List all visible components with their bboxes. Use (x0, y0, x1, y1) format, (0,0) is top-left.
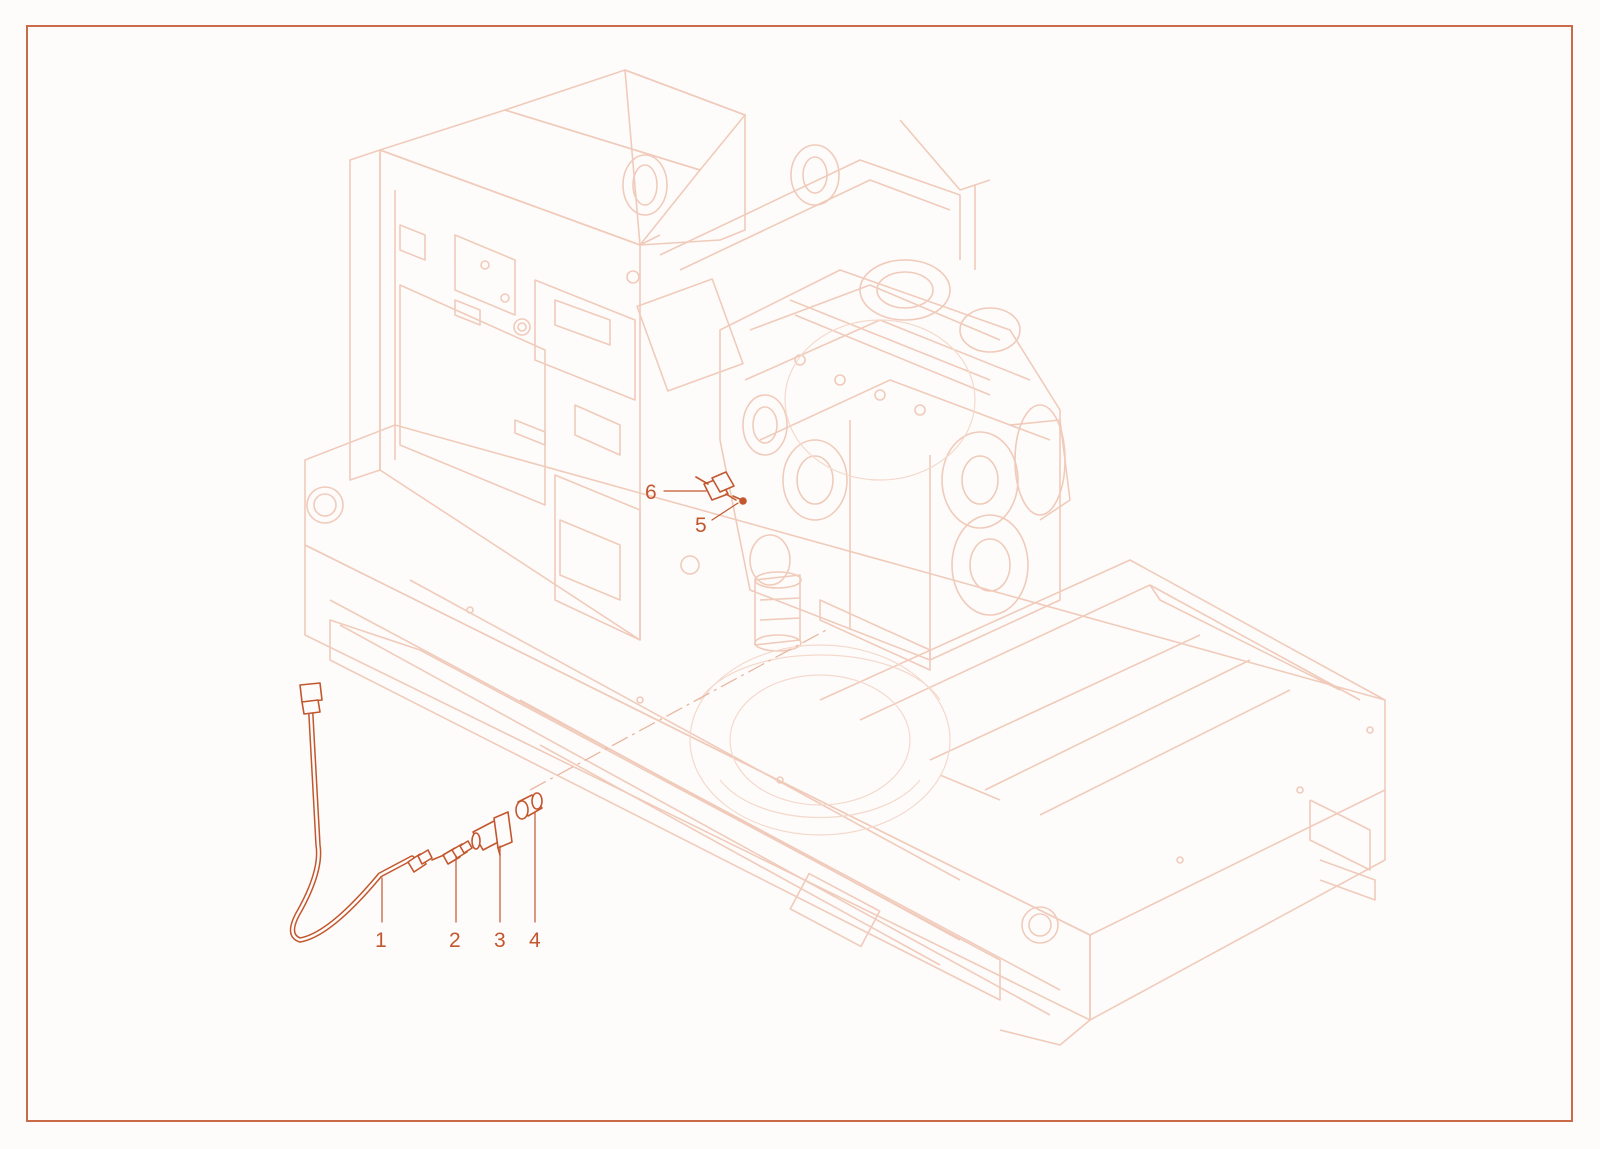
clamp-bracket-icon (695, 471, 737, 501)
base-frame-ghost (304, 424, 1386, 1046)
highlighted-parts (289, 471, 747, 943)
callout-5: 5 (695, 514, 707, 537)
assembly-centerline (529, 627, 831, 791)
screw-icon (732, 495, 747, 505)
adapter-fitting-icon (431, 840, 473, 865)
generator-assembly-ghost (304, 69, 1386, 1046)
callout-3: 3 (494, 929, 506, 952)
leader-line-5 (711, 502, 739, 521)
sheet-border (26, 25, 1573, 1122)
control-enclosure-ghost (349, 69, 991, 641)
watermark-ornament-ghost (689, 319, 976, 836)
nut-fitting-icon (515, 792, 543, 820)
leader-lines (381, 490, 739, 923)
hose-icon (289, 682, 433, 943)
callout-4: 4 (529, 929, 541, 952)
callout-2: 2 (449, 929, 461, 952)
callout-6: 6 (645, 481, 657, 504)
elbow-fitting-icon (471, 811, 513, 856)
engine-ghost (719, 259, 1071, 671)
callout-1: 1 (375, 929, 387, 952)
